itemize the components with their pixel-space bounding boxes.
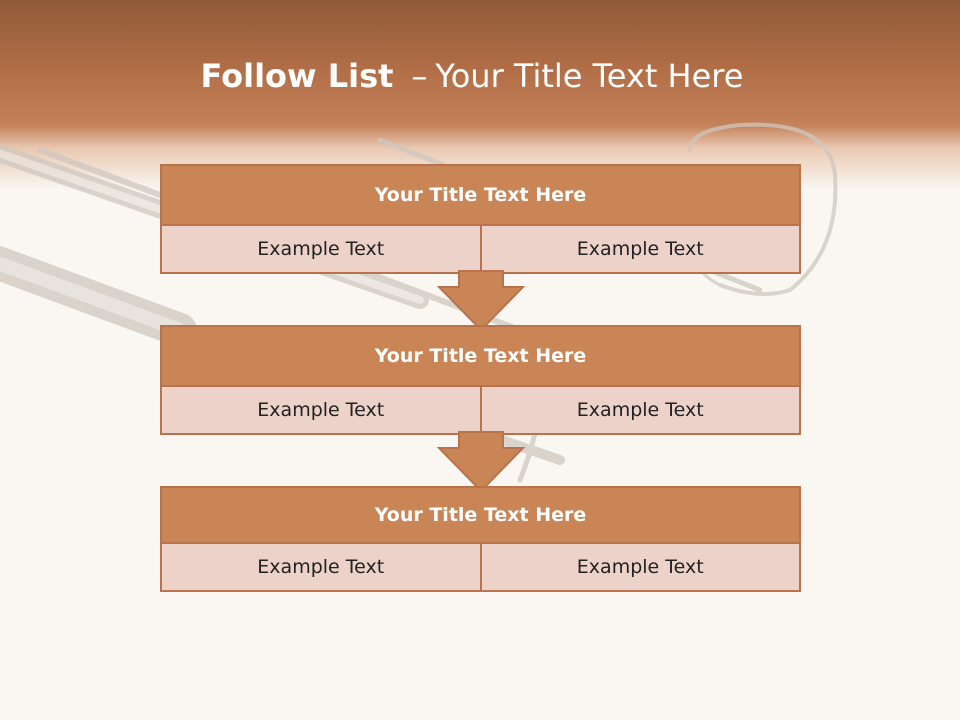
slide-title: Follow List–Your Title Text Here xyxy=(0,52,944,100)
title-dash: – xyxy=(411,57,428,95)
block-title: Your Title Text Here xyxy=(162,166,799,226)
list-block-3: Your Title Text Here Example Text Exampl… xyxy=(160,486,801,592)
block-cell-left: Example Text xyxy=(257,238,385,260)
down-arrow-icon xyxy=(437,431,525,493)
block-title: Your Title Text Here xyxy=(162,327,799,387)
slide-title-rest: Your Title Text Here xyxy=(435,57,744,95)
block-cell-right: Example Text xyxy=(479,387,800,433)
block-row: Example Text Example Text xyxy=(162,226,799,272)
block-cell-right: Example Text xyxy=(479,544,800,590)
block-cell-left: Example Text xyxy=(257,399,385,421)
block-cell-left: Example Text xyxy=(257,556,385,578)
block-cell-right: Example Text xyxy=(479,226,800,272)
slide-title-bold: Follow List xyxy=(200,57,394,95)
list-block-1: Your Title Text Here Example Text Exampl… xyxy=(160,164,801,274)
block-row: Example Text Example Text xyxy=(162,387,799,433)
header-band xyxy=(0,0,960,190)
down-arrow-icon xyxy=(437,270,525,332)
block-title: Your Title Text Here xyxy=(162,488,799,544)
block-row: Example Text Example Text xyxy=(162,544,799,590)
list-block-2: Your Title Text Here Example Text Exampl… xyxy=(160,325,801,435)
